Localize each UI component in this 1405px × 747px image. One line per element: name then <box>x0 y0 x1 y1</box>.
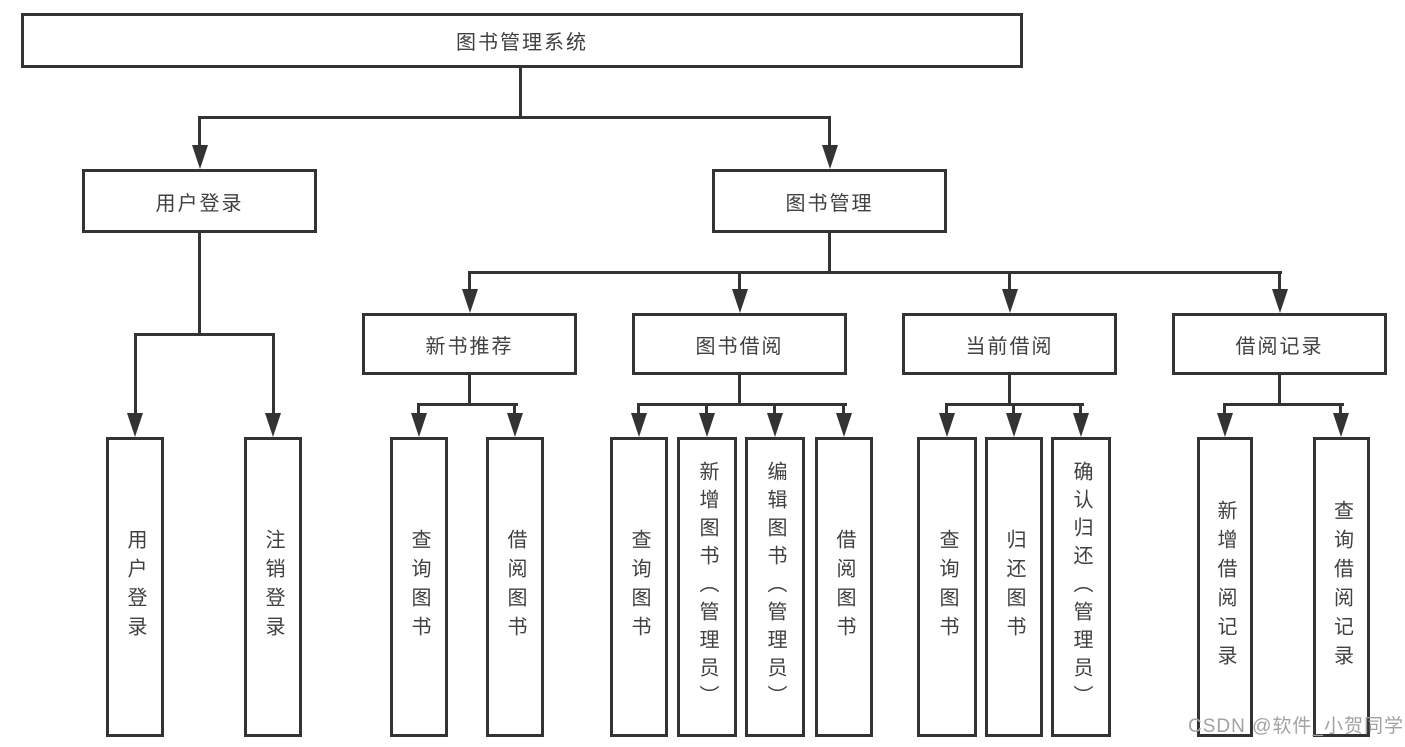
connector-line <box>272 333 275 413</box>
arrowhead-down-icon <box>462 289 478 313</box>
leaf-rec-borrow-books: 借阅图书 <box>486 437 544 737</box>
connector-line <box>1012 403 1015 415</box>
node-borrow-records-label: 借阅记录 <box>1235 335 1324 358</box>
leaf-bb-borrow-books-label: 借阅图书 <box>833 529 855 645</box>
arrowhead-down-icon <box>822 145 838 169</box>
connector-line <box>513 403 516 415</box>
connector-line <box>417 403 420 415</box>
leaf-br-query-record: 查询借阅记录 <box>1313 437 1370 737</box>
arrowhead-down-icon <box>127 413 143 437</box>
arrowhead-down-icon <box>631 413 647 437</box>
connector-line <box>1278 375 1281 406</box>
connector-line <box>1008 375 1011 406</box>
connector-line <box>842 403 845 415</box>
leaf-cb-query-books: 查询图书 <box>917 437 977 737</box>
connector-line <box>198 116 201 147</box>
connector-line <box>637 403 847 406</box>
node-current-borrow: 当前借阅 <box>902 313 1117 375</box>
leaf-cb-return-books: 归还图书 <box>985 437 1043 737</box>
arrowhead-down-icon <box>265 413 281 437</box>
connector-line <box>1223 403 1344 406</box>
csdn-watermark: CSDN @软件_小贺同学 <box>1188 716 1404 737</box>
arrowhead-down-icon <box>507 413 523 437</box>
connector-line <box>828 116 831 147</box>
leaf-cb-confirm-return-admin-label: 确认归还（管理员） <box>1070 461 1092 713</box>
leaf-user-login-label: 用户登录 <box>124 529 146 645</box>
connector-line <box>1339 403 1342 415</box>
leaf-logout: 注销登录 <box>244 437 302 737</box>
node-book-mgmt-label: 图书管理 <box>785 192 874 215</box>
connector-line <box>519 68 522 118</box>
leaf-rec-query-books: 查询图书 <box>390 437 448 737</box>
leaf-br-add-record-label: 新增借阅记录 <box>1214 500 1236 674</box>
connector-line <box>828 233 831 274</box>
connector-line <box>637 403 640 415</box>
connector-line <box>417 403 518 406</box>
arrowhead-down-icon <box>1073 413 1089 437</box>
connector-line <box>134 333 137 413</box>
leaf-br-query-record-label: 查询借阅记录 <box>1330 500 1353 674</box>
arrowhead-down-icon <box>1002 289 1018 313</box>
node-root: 图书管理系统 <box>21 13 1023 68</box>
node-new-book-rec-label: 新书推荐 <box>425 335 514 358</box>
connector-line <box>468 271 471 291</box>
connector-line <box>198 233 201 336</box>
leaf-bb-add-books-admin: 新增图书（管理员） <box>677 437 737 737</box>
connector-line <box>773 403 776 415</box>
leaf-bb-edit-books-admin: 编辑图书（管理员） <box>745 437 805 737</box>
arrowhead-down-icon <box>699 413 715 437</box>
arrowhead-down-icon <box>939 413 955 437</box>
connector-line <box>738 271 741 291</box>
connector-line <box>1223 403 1226 415</box>
node-borrow-records: 借阅记录 <box>1172 313 1387 375</box>
leaf-cb-query-books-label: 查询图书 <box>936 529 958 645</box>
leaf-user-login: 用户登录 <box>106 437 164 737</box>
node-book-borrow: 图书借阅 <box>632 313 847 375</box>
arrowhead-down-icon <box>836 413 852 437</box>
leaf-logout-label: 注销登录 <box>262 529 284 645</box>
arrowhead-down-icon <box>1333 413 1349 437</box>
arrowhead-down-icon <box>1217 413 1233 437</box>
connector-line <box>705 403 708 415</box>
connector-line <box>468 375 471 406</box>
arrowhead-down-icon <box>411 413 427 437</box>
arrowhead-down-icon <box>767 413 783 437</box>
node-book-mgmt: 图书管理 <box>712 169 947 233</box>
leaf-rec-borrow-books-label: 借阅图书 <box>504 529 526 645</box>
leaf-cb-confirm-return-admin: 确认归还（管理员） <box>1051 437 1111 737</box>
connector-line <box>134 333 275 336</box>
leaf-bb-query-books-label: 查询图书 <box>628 529 650 645</box>
connector-line <box>1079 403 1082 415</box>
arrowhead-down-icon <box>192 145 208 169</box>
leaf-bb-add-books-admin-label: 新增图书（管理员） <box>696 461 718 713</box>
leaf-br-add-record: 新增借阅记录 <box>1197 437 1253 737</box>
connector-line <box>1278 271 1281 291</box>
connector-line <box>945 403 948 415</box>
leaf-bb-borrow-books: 借阅图书 <box>815 437 873 737</box>
connector-line <box>738 375 741 406</box>
leaf-bb-query-books: 查询图书 <box>610 437 668 737</box>
arrowhead-down-icon <box>732 289 748 313</box>
leaf-rec-query-books-label: 查询图书 <box>408 529 430 645</box>
node-book-borrow-label: 图书借阅 <box>695 335 784 358</box>
leaf-bb-edit-books-admin-label: 编辑图书（管理员） <box>764 461 786 713</box>
node-user-login-label: 用户登录 <box>155 192 244 215</box>
node-new-book-rec: 新书推荐 <box>362 313 577 375</box>
connector-line <box>468 271 1282 274</box>
connector-line <box>198 116 831 119</box>
node-user-login: 用户登录 <box>82 169 317 233</box>
arrowhead-down-icon <box>1272 289 1288 313</box>
node-current-borrow-label: 当前借阅 <box>965 335 1054 358</box>
connector-line <box>1008 271 1011 291</box>
arrowhead-down-icon <box>1006 413 1022 437</box>
leaf-cb-return-books-label: 归还图书 <box>1003 529 1025 645</box>
node-root-label: 图书管理系统 <box>456 32 588 54</box>
